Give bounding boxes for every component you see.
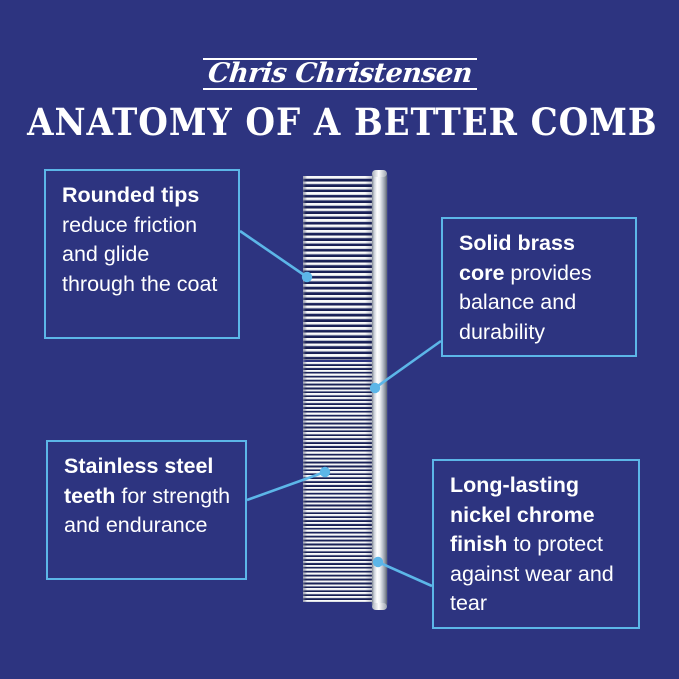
brand-rule-bottom (203, 88, 477, 90)
callout-steel-teeth-text: for strength and endurance (64, 483, 231, 538)
page-title: ANATOMY OF A BETTER COMB (27, 100, 658, 144)
callout-chrome-finish: Long-lasting nickel chrome finish to pro… (432, 459, 640, 629)
callout-rounded-tips-text: reduce friction and glide through the co… (62, 212, 218, 296)
callout-rounded-tips: Rounded tips reduce friction and glide t… (44, 169, 240, 339)
comb-spine-cap-top (372, 170, 387, 177)
comb-illustration (303, 170, 387, 610)
connector-rounded-tips (239, 229, 308, 279)
callout-brass-core: Solid brass core provides balance and du… (441, 217, 637, 357)
callout-steel-teeth-bold: Stainless steel teeth (64, 454, 214, 508)
callout-brass-core-bold: Solid brass core (459, 231, 575, 285)
brand-logo: Chris Christensen (203, 54, 477, 94)
callout-brass-core-text: provides balance and durability (459, 260, 592, 344)
comb-brass-core-spine (372, 172, 387, 608)
callout-steel-teeth: Stainless steel teeth for strength and e… (46, 440, 247, 580)
comb-spine-cap-bottom (372, 603, 387, 610)
brand-rule-top (203, 58, 477, 60)
comb-fine-teeth (303, 362, 375, 602)
comb-coarse-teeth (303, 176, 375, 360)
callout-chrome-finish-text: to protect against wear and tear (450, 532, 614, 615)
callout-chrome-finish-bold: Long-lasting nickel chrome finish (450, 473, 595, 556)
callout-rounded-tips-bold: Rounded tips (62, 183, 200, 207)
comb-rounded-tips-edge (303, 176, 306, 602)
